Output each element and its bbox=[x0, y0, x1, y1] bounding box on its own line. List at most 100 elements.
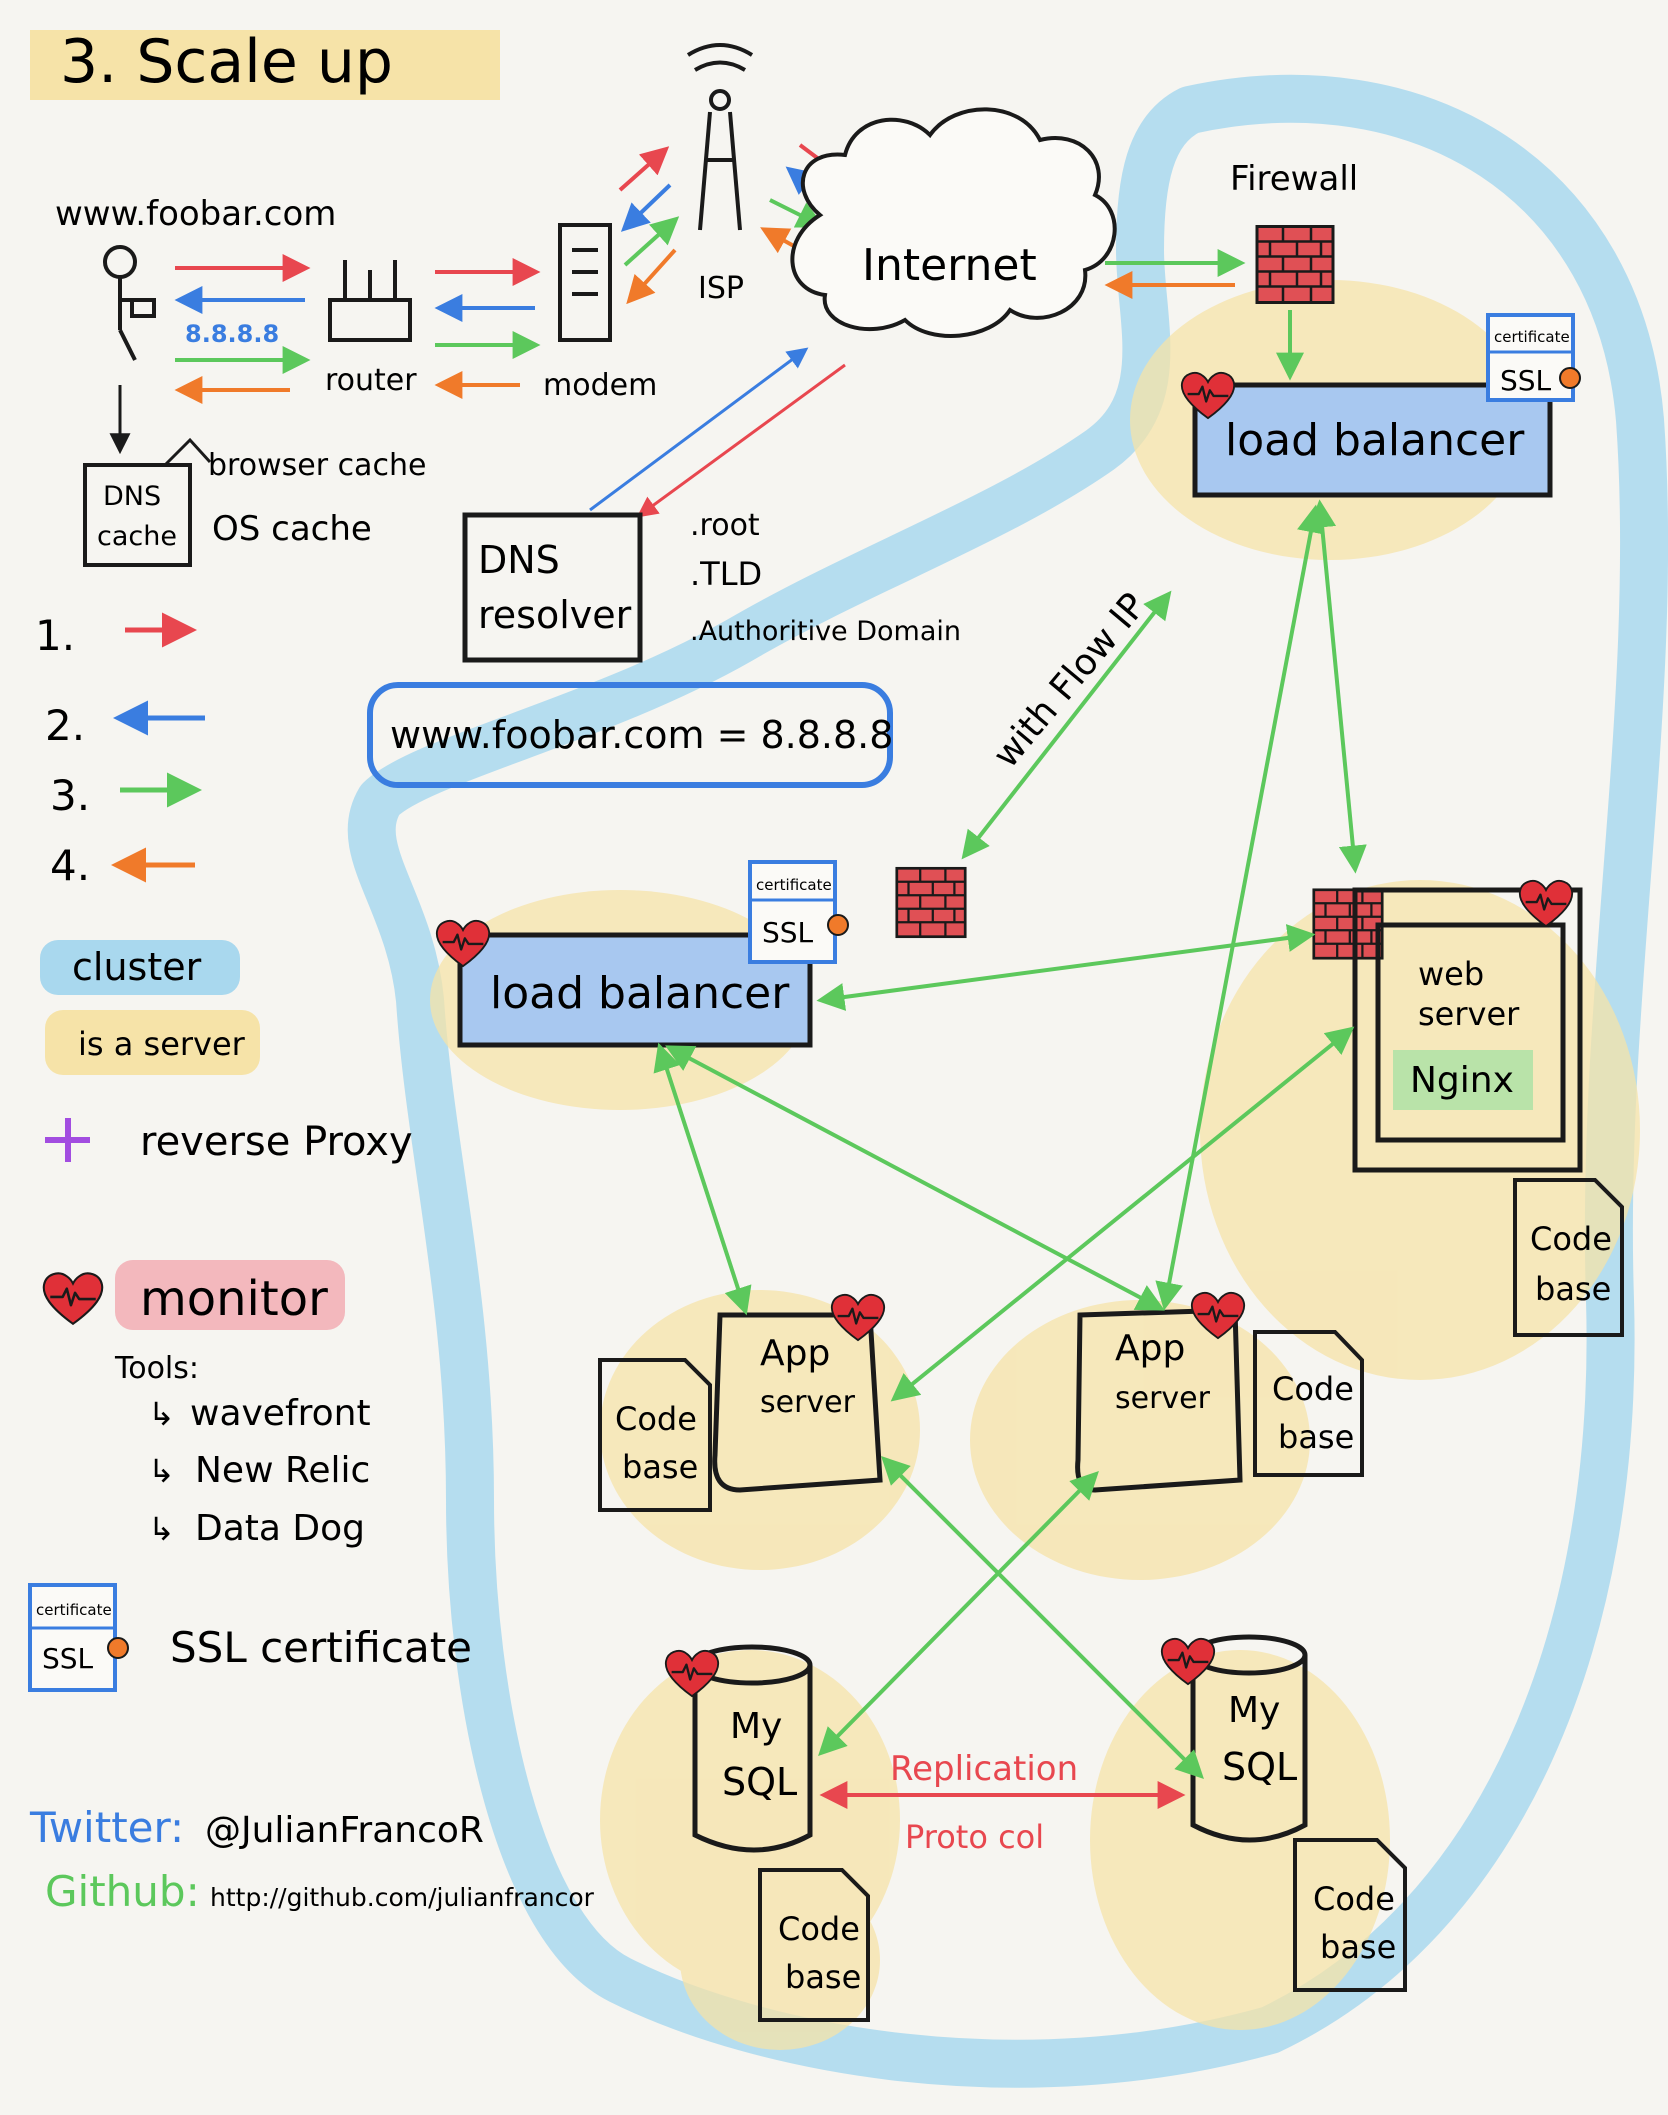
legend-tool-arrow-2: ↳ bbox=[148, 1452, 175, 1490]
web-server-label-2: server bbox=[1418, 995, 1520, 1033]
legend-tools-label: Tools: bbox=[114, 1351, 199, 1386]
legend-step-1: 1. bbox=[35, 611, 75, 660]
reverse-proxy-icon bbox=[45, 1118, 90, 1162]
dns-record-box bbox=[367, 682, 893, 788]
legend-tool-arrow-1: ↳ bbox=[148, 1395, 175, 1433]
code-base-app2-label-1: Code bbox=[1272, 1370, 1354, 1408]
legend-server: is a server bbox=[78, 1025, 246, 1063]
modem-label: modem bbox=[543, 368, 657, 403]
legend-reverse-proxy: reverse Proxy bbox=[140, 1119, 413, 1165]
dns-level-root: .root bbox=[690, 508, 760, 543]
nginx-label: Nginx bbox=[1410, 1060, 1514, 1101]
firewall-icon-web-server bbox=[1312, 888, 1384, 960]
router-label: router bbox=[325, 363, 417, 398]
mysql-2-label-1: My bbox=[1228, 1690, 1280, 1731]
legend-step-2: 2. bbox=[45, 701, 85, 750]
arrow-lb-top-to-web-server bbox=[1308, 499, 1367, 874]
person-icon bbox=[103, 245, 156, 361]
arrow-step3-modem-isp bbox=[623, 216, 680, 267]
code-base-mysql2-label-1: Code bbox=[1313, 1880, 1395, 1918]
legend-tool-wavefront: wavefront bbox=[190, 1393, 371, 1434]
legend-step-3: 3. bbox=[50, 771, 90, 820]
load-balancer-top-label: load balancer bbox=[1225, 415, 1525, 466]
firewall-label: Firewall bbox=[1230, 159, 1358, 199]
code-base-mysql2-label-2: base bbox=[1320, 1928, 1396, 1966]
dns-level-tld: .TLD bbox=[690, 555, 762, 593]
dns-record: www.foobar.com = 8.8.8.8 bbox=[390, 713, 893, 757]
load-balancer-top bbox=[1192, 382, 1553, 498]
app-server-2-label-2: server bbox=[1115, 1381, 1211, 1416]
web-server-label-1: web bbox=[1418, 955, 1484, 993]
dns-cache-box: DNS cache bbox=[83, 437, 212, 567]
code-base-mysql1-label-1: Code bbox=[778, 1910, 860, 1948]
ssl-cert-legend-caption: certificate bbox=[36, 1601, 112, 1619]
arrow-step2-isp-modem bbox=[620, 183, 672, 232]
github-label: Github: bbox=[45, 1867, 200, 1916]
heart-monitor-icon-legend bbox=[42, 1272, 104, 1326]
router-icon bbox=[328, 260, 412, 342]
legend-monitor: monitor bbox=[140, 1271, 328, 1327]
with-flow-ip-label: with Flow IP bbox=[985, 586, 1154, 776]
ssl-cert-top-ssl: SSL bbox=[1500, 364, 1552, 397]
cluster-connections bbox=[653, 499, 1367, 1779]
code-base-app1-label-1: Code bbox=[615, 1400, 697, 1438]
github-url[interactable]: http://github.com/julianfrancor bbox=[210, 1883, 595, 1912]
legend-tool-newrelic: New Relic bbox=[195, 1450, 370, 1491]
client-ip-label: 8.8.8.8 bbox=[185, 320, 279, 348]
legend-step-4: 4. bbox=[50, 841, 90, 890]
ssl-certificate-icon-lb-top: certificate SSL bbox=[1486, 313, 1581, 402]
ssl-cert-legend-ssl: SSL bbox=[42, 1642, 94, 1675]
replication-label-1: Replication bbox=[890, 1749, 1078, 1789]
dns-resolver-box bbox=[462, 512, 643, 663]
dns-cache-label-2: cache bbox=[97, 521, 177, 552]
legend-tool-arrow-3: ↳ bbox=[148, 1510, 175, 1548]
code-base-web-label-2: base bbox=[1535, 1270, 1611, 1308]
dns-resolver-label-2: resolver bbox=[478, 593, 632, 637]
isp-label: ISP bbox=[698, 271, 744, 306]
cluster-outline bbox=[347, 74, 1668, 2088]
code-base-mysql-1: Code base bbox=[758, 1868, 870, 2022]
ssl-certificate-icon-legend: certificate SSL bbox=[28, 1583, 129, 1692]
replication-label-2: Proto col bbox=[905, 1818, 1044, 1856]
code-base-web-label-1: Code bbox=[1530, 1220, 1612, 1258]
arrow-lb-top-to-lb-left bbox=[961, 590, 1172, 860]
ssl-certificate-icon-lb-left: certificate SSL bbox=[748, 860, 849, 964]
browser-cache-label: browser cache bbox=[208, 448, 426, 483]
legend-cluster: cluster bbox=[72, 945, 202, 989]
legend-tool-datadog: Data Dog bbox=[195, 1508, 365, 1549]
code-base-mysql1-label-2: base bbox=[785, 1958, 861, 1996]
ssl-cert-top-caption: certificate bbox=[1494, 328, 1570, 346]
app-server-1-label-2: server bbox=[760, 1385, 856, 1420]
internet-cloud bbox=[790, 107, 1117, 338]
arrow-step1-internet-resolver bbox=[636, 363, 846, 518]
mysql-1-label-1: My bbox=[730, 1706, 782, 1747]
legend-monitor-swatch bbox=[115, 1260, 345, 1330]
legend-ssl-certificate: SSL certificate bbox=[170, 1623, 472, 1672]
arrow-web-server-to-lb-left bbox=[816, 924, 1316, 1011]
modem-icon bbox=[558, 223, 612, 342]
arrow-step1-modem-isp bbox=[618, 146, 670, 192]
code-base-app-1: Code base bbox=[598, 1358, 712, 1512]
app-server-2-label-1: App bbox=[1115, 1328, 1185, 1369]
arrow-step4-isp-modem bbox=[626, 248, 677, 305]
firewall-icon-top bbox=[1255, 224, 1335, 305]
dns-level-authoritive: .Authoritive Domain bbox=[690, 616, 961, 647]
mysql-2-label-2: SQL bbox=[1222, 1745, 1297, 1789]
isp-tower-icon bbox=[686, 43, 754, 231]
load-balancer-left-label: load balancer bbox=[490, 968, 790, 1019]
arrow-lb-left-to-app-2 bbox=[665, 1045, 1165, 1311]
ssl-cert-lb-left-caption: certificate bbox=[756, 876, 832, 894]
code-base-web-server: Code base bbox=[1513, 1178, 1624, 1337]
page-title: 3. Scale up bbox=[60, 27, 393, 97]
dns-cache-label-1: DNS bbox=[103, 481, 161, 512]
internet-label: Internet bbox=[862, 240, 1037, 291]
web-server-box bbox=[1352, 887, 1583, 1173]
twitter-label: Twitter: bbox=[29, 1803, 184, 1852]
legend-cluster-swatch bbox=[40, 940, 240, 995]
twitter-handle[interactable]: @JulianFrancoR bbox=[205, 1810, 484, 1851]
arrow-web-server-to-app-1 bbox=[890, 1026, 1355, 1402]
mysql-1-label-2: SQL bbox=[722, 1760, 797, 1804]
code-base-mysql-2: Code base bbox=[1293, 1838, 1407, 1992]
code-base-app2-label-2: base bbox=[1278, 1418, 1354, 1456]
legend-server-swatch bbox=[45, 1010, 260, 1075]
